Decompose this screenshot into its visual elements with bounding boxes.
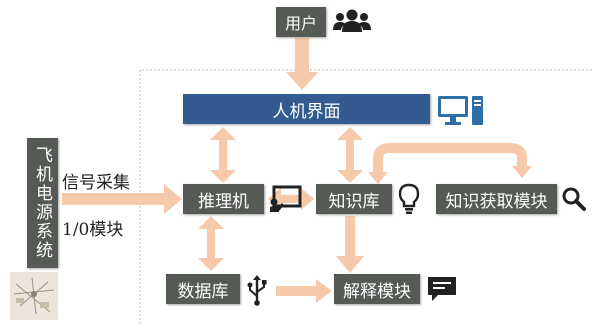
knowledge-base-label: 知识库 (328, 191, 380, 212)
presentation-board-icon (270, 185, 302, 212)
explain-module-box: 解释模块 (334, 274, 420, 304)
explain-module-label: 解释模块 (343, 281, 411, 302)
ui-label: 人机界面 (272, 101, 341, 122)
usb-icon (247, 275, 267, 306)
desktop-computer-icon (438, 96, 483, 125)
arrow-acquisition-knowledge (373, 143, 527, 178)
signal-label: 信号采集 (62, 173, 130, 193)
knowledge-base-box: 知识库 (316, 184, 392, 214)
ui-box: 人机界面 (183, 94, 430, 124)
user-box: 用户 (276, 7, 326, 37)
power-system-box: 飞机电源系统 (27, 138, 58, 268)
system-boundary (139, 69, 592, 324)
arrow-inference-database (198, 216, 224, 271)
arrow-acquisition-head-right (512, 166, 532, 178)
inference-engine-label: 推理机 (198, 191, 249, 212)
arrow-acquisition-head-left (368, 172, 388, 184)
io-module-label: 1/0模块 (62, 220, 124, 240)
arrow-user-to-ui (286, 38, 318, 90)
power-system-label: 飞机电源系统 (32, 146, 52, 260)
arrow-signal-to-inference (62, 184, 182, 214)
arrow-database-to-explain (276, 279, 332, 303)
database-box: 数据库 (166, 274, 240, 304)
users-icon (333, 9, 371, 32)
arrow-ui-inference (210, 127, 236, 183)
chat-bubble-icon (428, 277, 456, 301)
user-label: 用户 (284, 14, 317, 33)
arrow-ui-knowledge (337, 127, 363, 183)
magnifier-icon (562, 187, 586, 211)
arrow-knowledge-to-explain (336, 216, 364, 273)
inference-engine-box: 推理机 (183, 184, 264, 214)
database-label: 数据库 (177, 281, 229, 302)
knowledge-acquisition-label: 知识获取模块 (445, 191, 548, 212)
aircraft-schematic-thumbnail (10, 272, 58, 320)
knowledge-acquisition-box: 知识获取模块 (436, 184, 557, 214)
lightbulb-icon (398, 183, 420, 214)
